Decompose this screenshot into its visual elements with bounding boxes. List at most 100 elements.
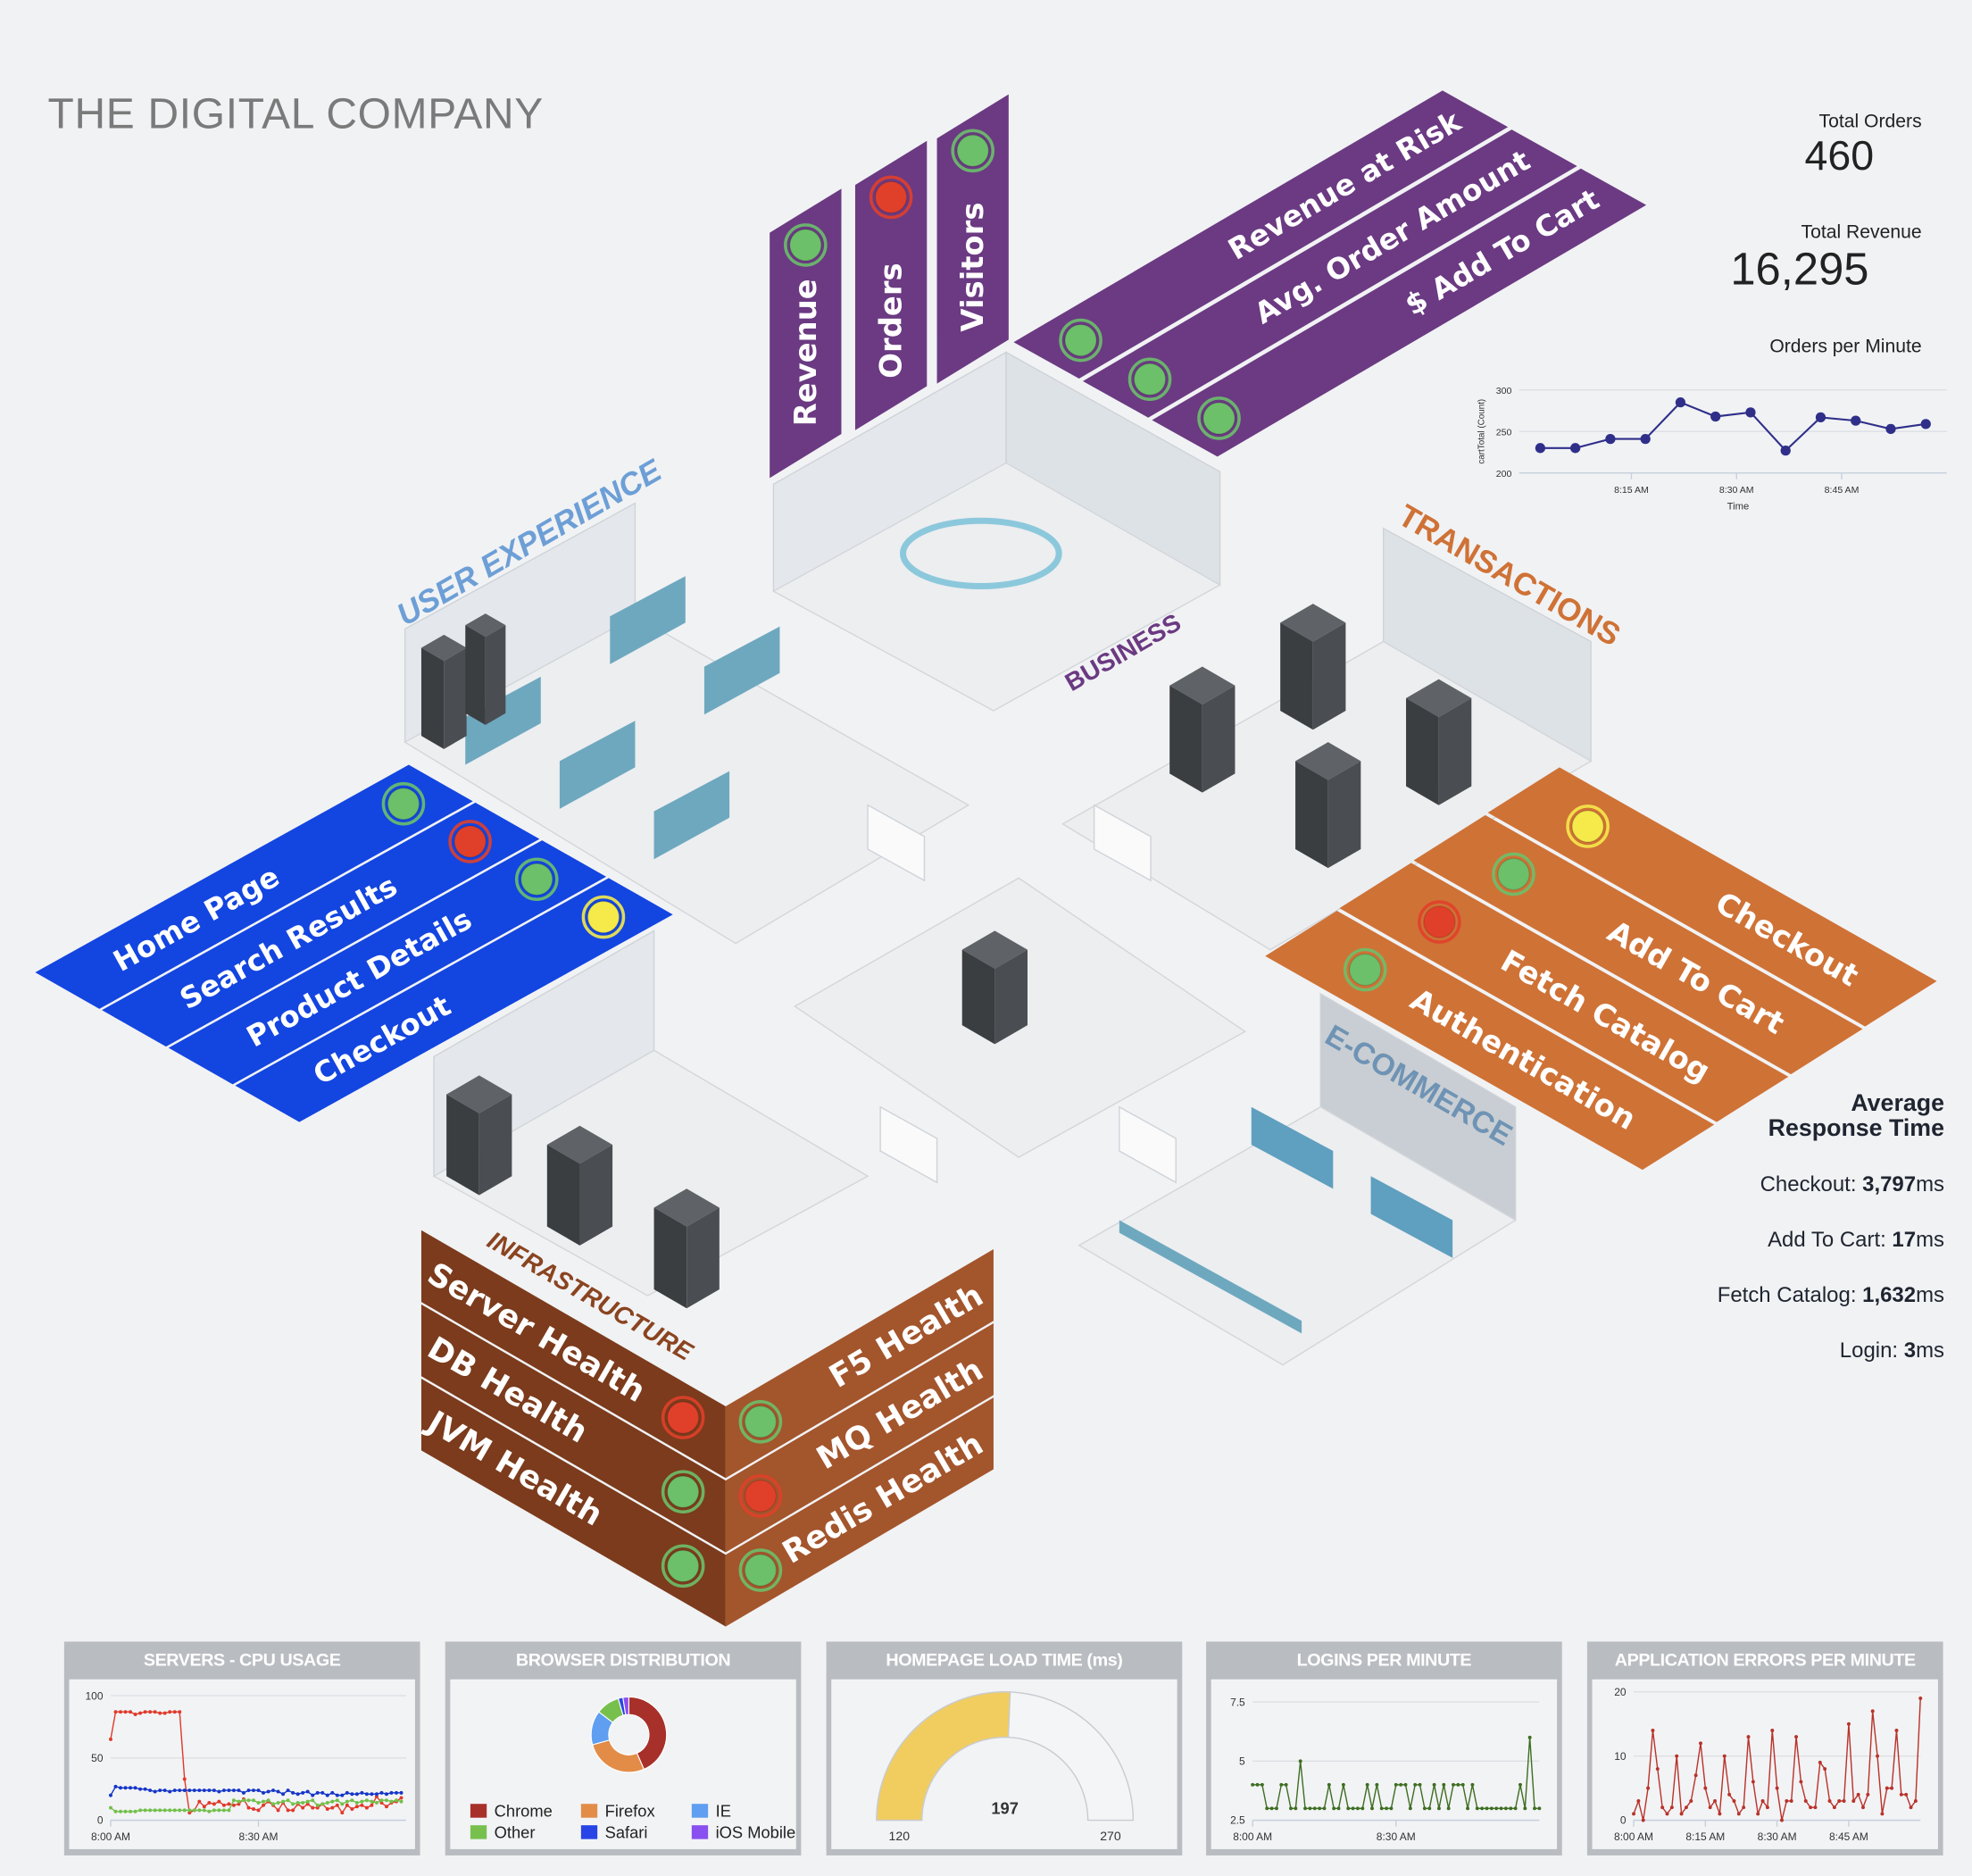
data-point	[305, 1799, 310, 1804]
data-point	[158, 1788, 162, 1793]
data-point	[1470, 1782, 1475, 1787]
x-axis-label: Time	[1727, 502, 1750, 513]
data-point	[1418, 1782, 1422, 1787]
band-shape	[420, 1230, 726, 1479]
data-point	[281, 1792, 286, 1797]
band-shape	[1013, 90, 1509, 379]
rack-front	[420, 647, 445, 749]
panel-title: APPLICATION ERRORS PER MINUTE	[1614, 1648, 1916, 1670]
data-point	[276, 1808, 280, 1813]
data-point	[1518, 1782, 1522, 1787]
data-point	[330, 1799, 335, 1804]
data-point	[221, 1803, 226, 1807]
status-indicator-green	[1197, 396, 1241, 440]
label: Login:	[1839, 1338, 1904, 1363]
data-point	[212, 1802, 216, 1806]
data-point	[202, 1805, 206, 1809]
infrastructure-room-floor	[432, 1049, 870, 1297]
data-point	[364, 1798, 369, 1803]
legend-swatch	[691, 1804, 709, 1818]
data-point	[389, 1790, 394, 1795]
status-ring	[661, 1544, 705, 1588]
data-point	[305, 1802, 310, 1806]
data-point	[129, 1809, 133, 1813]
data-point	[1413, 1782, 1418, 1787]
data-point	[1403, 1782, 1408, 1787]
rack-front	[546, 1145, 580, 1246]
office-desk	[653, 771, 730, 860]
data-point	[1655, 1767, 1660, 1772]
meeting-table	[899, 517, 1062, 590]
status-ring	[1492, 852, 1535, 896]
data-point	[231, 1803, 236, 1807]
data-point	[1827, 1799, 1832, 1803]
label: Add To Cart:	[1768, 1227, 1893, 1252]
total-revenue: Total Revenue 16,295	[1730, 221, 1921, 296]
data-point	[1665, 1812, 1669, 1816]
data-point	[133, 1713, 137, 1716]
data-point	[207, 1809, 212, 1813]
data-point	[1765, 1805, 1769, 1810]
data-point	[1727, 1792, 1732, 1797]
data-point	[197, 1799, 202, 1804]
response-row-checkout: Checkout: 3,797ms	[1618, 1172, 1944, 1197]
band-shape	[102, 802, 540, 1047]
status-indicator-yellow	[581, 895, 626, 939]
data-point	[119, 1809, 122, 1813]
rack-top	[1295, 742, 1361, 780]
average-response-time: Average Response Time Checkout: 3,797ms …	[1618, 1091, 1944, 1363]
data-point	[1640, 433, 1651, 445]
x-tick-label: 8:30 AM	[1377, 1830, 1416, 1843]
data-point	[1675, 1754, 1679, 1758]
data-point	[162, 1808, 167, 1813]
orders-per-minute-title: Orders per Minute	[1769, 336, 1922, 358]
data-point	[1527, 1735, 1532, 1739]
data-point	[1813, 1805, 1818, 1810]
y-tick-label: 10	[1614, 1750, 1627, 1763]
data-point	[138, 1711, 143, 1715]
server-rack-icon	[546, 1125, 613, 1246]
rack-top	[653, 1188, 720, 1227]
data-point	[212, 1808, 216, 1813]
data-point	[1823, 1767, 1827, 1772]
status-indicator-yellow	[1566, 805, 1610, 848]
legend-item-other: Other	[470, 1822, 581, 1841]
data-point	[1851, 1799, 1856, 1803]
gauge-min-label: 120	[889, 1829, 911, 1843]
data-point	[374, 1795, 379, 1799]
data-point	[1646, 1786, 1651, 1790]
data-point	[1351, 1806, 1355, 1811]
x-tick-label: 8:30 AM	[1758, 1830, 1797, 1843]
data-point	[1710, 411, 1721, 422]
data-point	[1535, 443, 1546, 454]
data-point	[246, 1788, 251, 1793]
business-vertical-visitors: Visitors	[936, 94, 1009, 384]
data-point	[217, 1808, 221, 1813]
server-rack-icon	[420, 634, 467, 749]
status-dot	[453, 825, 487, 858]
status-dot	[666, 1401, 700, 1434]
data-point	[354, 1792, 359, 1797]
value: 17	[1892, 1227, 1917, 1252]
data-point	[1460, 1782, 1465, 1787]
data-point	[158, 1808, 162, 1813]
data-point	[168, 1710, 172, 1714]
status-ring	[869, 175, 913, 220]
legend-swatch	[580, 1804, 598, 1818]
data-point	[231, 1798, 236, 1803]
data-point	[315, 1803, 320, 1807]
status-dot	[789, 229, 822, 262]
series-line-0	[1633, 1697, 1921, 1821]
data-point	[360, 1803, 364, 1807]
y-axis-label: cartTotal (Count)	[1477, 399, 1486, 464]
data-point	[1746, 1735, 1751, 1739]
data-point	[202, 1808, 206, 1813]
business-vertical-orders: Orders	[854, 140, 928, 430]
status-indicator-green	[1492, 852, 1535, 896]
data-point	[301, 1801, 305, 1805]
data-point	[1756, 1812, 1760, 1816]
data-point	[1513, 1806, 1518, 1811]
orders-per-minute-label: Orders per Minute	[1769, 336, 1921, 357]
